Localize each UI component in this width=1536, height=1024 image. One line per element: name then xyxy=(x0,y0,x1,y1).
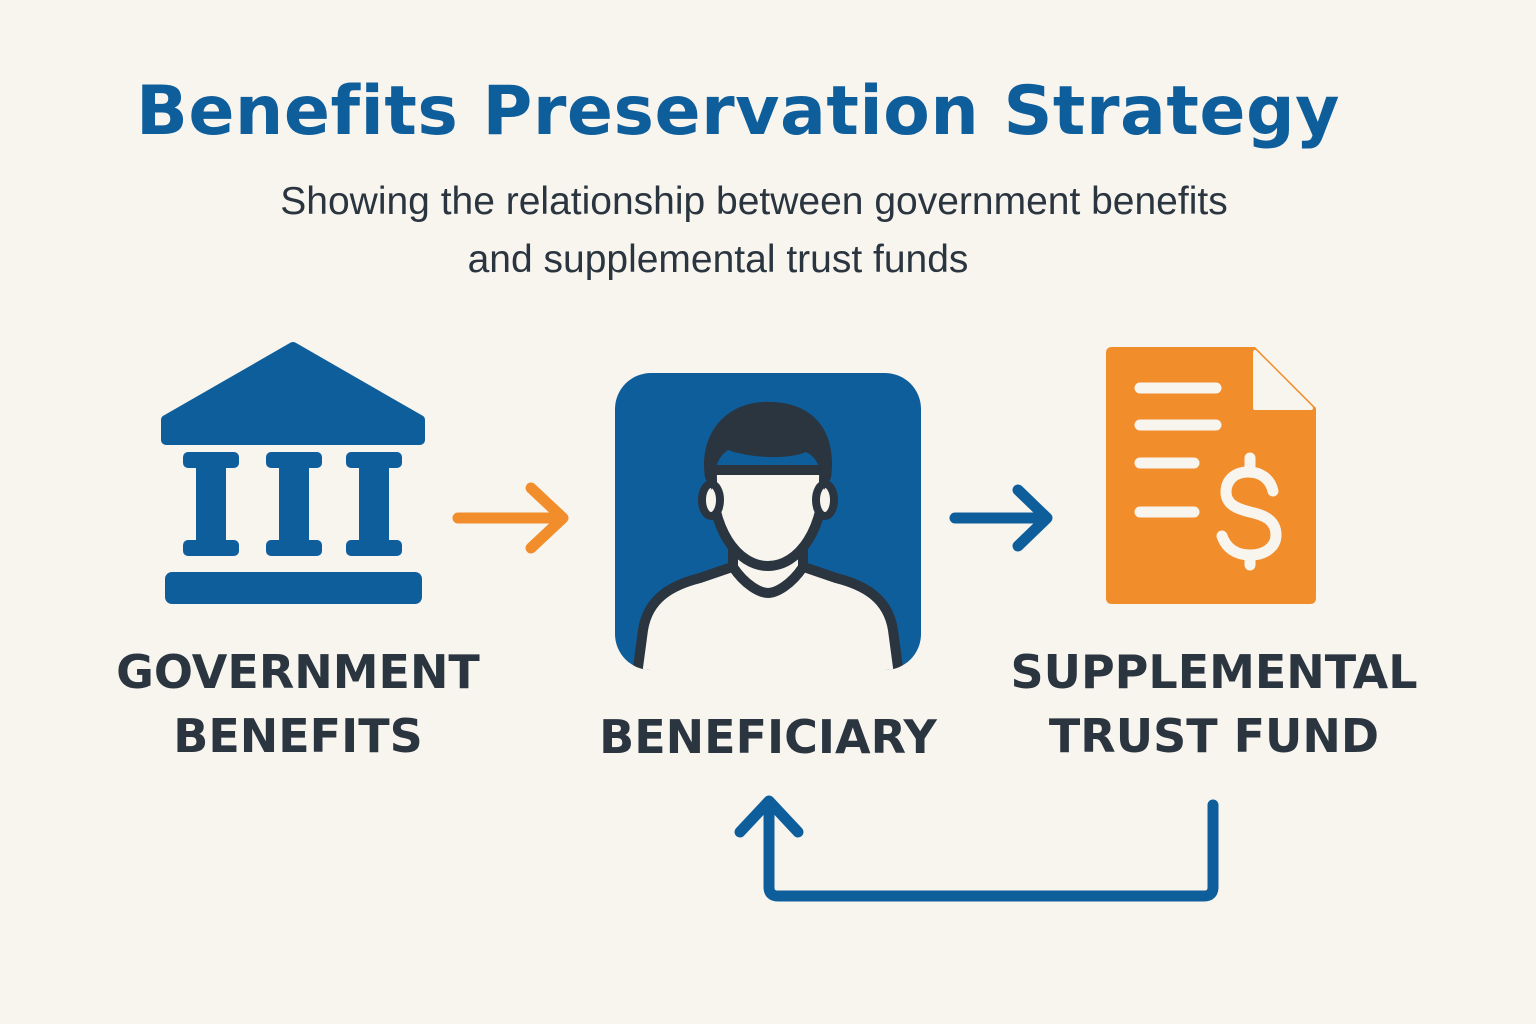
arrow-beneficiary-to-trust xyxy=(949,484,1053,552)
arrow-trust-to-beneficiary xyxy=(734,795,1219,902)
person-icon xyxy=(615,373,921,670)
government-building-icon xyxy=(161,342,425,604)
node-label-supplemental-trust-fund: SUPPLEMENTAL TRUST FUND xyxy=(992,640,1436,768)
government-label-line-1: GOVERNMENT xyxy=(116,645,480,699)
beneficiary-label-line-1: BENEFICIARY xyxy=(599,710,937,764)
trust-document-dollar-icon xyxy=(1106,347,1316,604)
arrow-government-to-beneficiary xyxy=(452,482,569,554)
diagram-title: Benefits Preservation Strategy xyxy=(135,72,1340,151)
node-label-beneficiary: BENEFICIARY xyxy=(568,705,968,769)
node-label-government-benefits: GOVERNMENT BENEFITS xyxy=(80,640,516,768)
diagram-subtitle-line-2: and supplemental trust funds xyxy=(467,238,969,281)
diagram-subtitle-line-1: Showing the relationship between governm… xyxy=(280,180,1228,223)
trust-label-line-2: TRUST FUND xyxy=(1048,709,1380,763)
trust-label-line-1: SUPPLEMENTAL xyxy=(1010,645,1418,699)
government-label-line-2: BENEFITS xyxy=(173,709,423,763)
